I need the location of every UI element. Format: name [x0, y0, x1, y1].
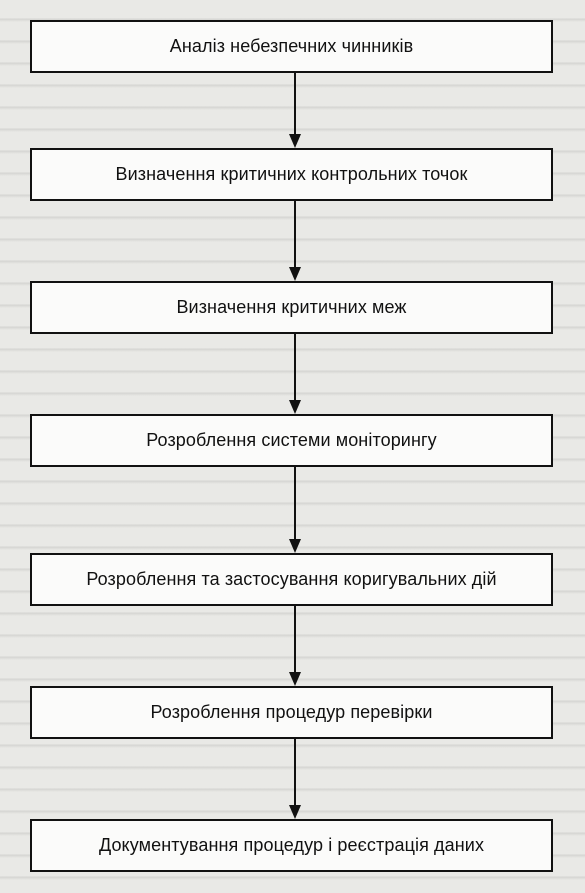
step-label: Документування процедур і реєстрація дан…	[98, 835, 485, 855]
flow-arrow-4	[289, 467, 301, 553]
step-label: Визначення критичних контрольних точок	[115, 164, 468, 184]
step-label: Розроблення та застосування коригувальни…	[86, 569, 497, 589]
step-label: Визначення критичних меж	[176, 297, 407, 317]
step-critical-control-points: Визначення критичних контрольних точок	[30, 148, 553, 201]
step-label: Розроблення системи моніторингу	[146, 430, 437, 450]
step-label: Розроблення процедур перевірки	[150, 702, 433, 722]
flow-arrow-5	[289, 606, 301, 686]
flow-arrow-1	[289, 73, 301, 148]
flow-arrow-2	[289, 201, 301, 281]
step-label: Аналіз небезпечних чинників	[169, 36, 414, 56]
step-monitoring-system: Розроблення системи моніторингу	[30, 414, 553, 467]
step-corrective-actions: Розроблення та застосування коригувальни…	[30, 553, 553, 606]
flow-arrow-6	[289, 739, 301, 819]
step-hazard-analysis: Аналіз небезпечних чинників	[30, 20, 553, 73]
step-verification-procedures: Розроблення процедур перевірки	[30, 686, 553, 739]
step-documentation-records: Документування процедур і реєстрація дан…	[30, 819, 553, 872]
step-critical-limits: Визначення критичних меж	[30, 281, 553, 334]
flow-arrow-3	[289, 334, 301, 414]
